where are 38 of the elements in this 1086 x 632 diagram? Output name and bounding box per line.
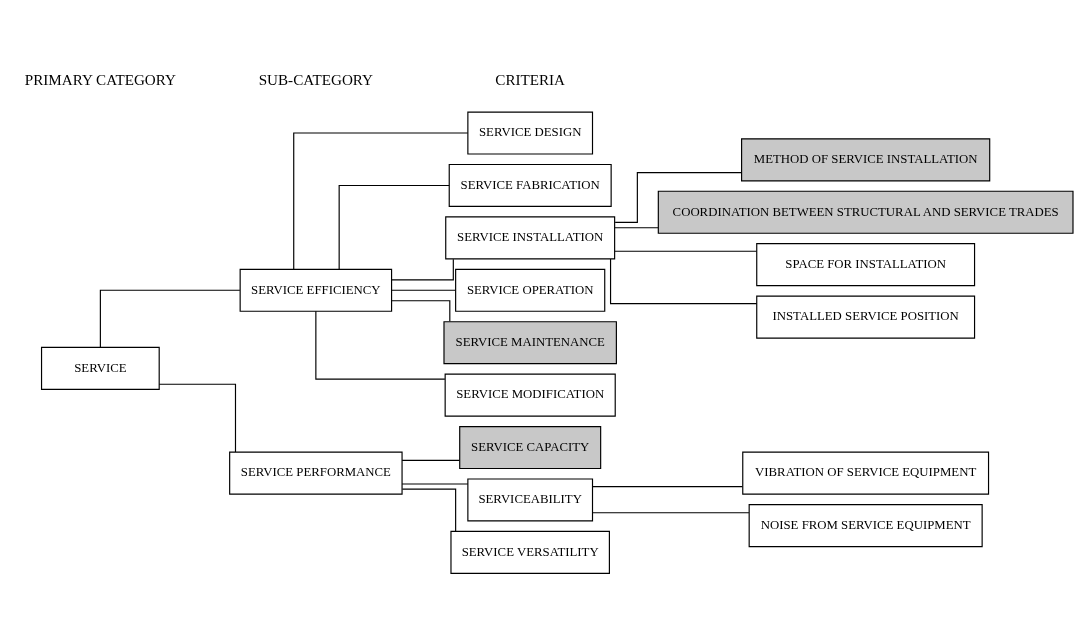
node-box: SERVICE MAINTENANCE bbox=[443, 320, 617, 364]
node-box: SERVICE EFFICIENCY bbox=[239, 268, 393, 312]
node-box: SERVICE MODIFICATION bbox=[444, 373, 616, 417]
connector bbox=[614, 250, 758, 252]
connector bbox=[391, 289, 457, 291]
connector bbox=[391, 299, 451, 322]
node-box: SERVICE FABRICATION bbox=[448, 163, 612, 207]
connector bbox=[614, 226, 659, 228]
node-box: SERVICE DESIGN bbox=[467, 111, 594, 155]
node-box: VIBRATION OF SERVICE EQUIPMENT bbox=[742, 451, 990, 495]
node-box: NOISE FROM SERVICE EQUIPMENT bbox=[748, 503, 983, 547]
node-box: SERVICE INSTALLATION bbox=[445, 215, 616, 259]
label: PRIMARY CATEGORY bbox=[24, 71, 176, 88]
node-box: METHOD OF SERVICE INSTALLATION bbox=[741, 137, 991, 181]
connector bbox=[338, 184, 450, 270]
node-box: SERVICE VERSATILITY bbox=[450, 530, 610, 574]
connector bbox=[293, 131, 469, 270]
connector bbox=[609, 258, 758, 304]
node-box: SERVICE CAPACITY bbox=[459, 425, 602, 469]
connector bbox=[592, 511, 750, 513]
node-box: INSTALLED SERVICE POSITION bbox=[756, 295, 976, 339]
label: CRITERIA bbox=[495, 71, 566, 88]
node-box: SPACE FOR INSTALLATION bbox=[756, 242, 976, 286]
connector bbox=[614, 171, 743, 223]
connector bbox=[99, 289, 241, 348]
label: SUB-CATEGORY bbox=[258, 71, 374, 88]
connector bbox=[315, 310, 446, 380]
connector bbox=[401, 459, 461, 461]
node-box: SERVICEABILITY bbox=[467, 477, 594, 521]
node-box: SERVICE bbox=[40, 346, 160, 390]
connector bbox=[401, 482, 469, 485]
connector bbox=[401, 488, 457, 532]
connector bbox=[158, 383, 237, 453]
connector bbox=[592, 485, 744, 487]
node-box: SERVICE PERFORMANCE bbox=[229, 451, 403, 495]
node-box: COORDINATION BETWEEN STRUCTURAL AND SERVICE TRADES bbox=[657, 190, 1074, 234]
connector bbox=[391, 258, 454, 280]
node-box: SERVICE OPERATION bbox=[455, 268, 606, 312]
